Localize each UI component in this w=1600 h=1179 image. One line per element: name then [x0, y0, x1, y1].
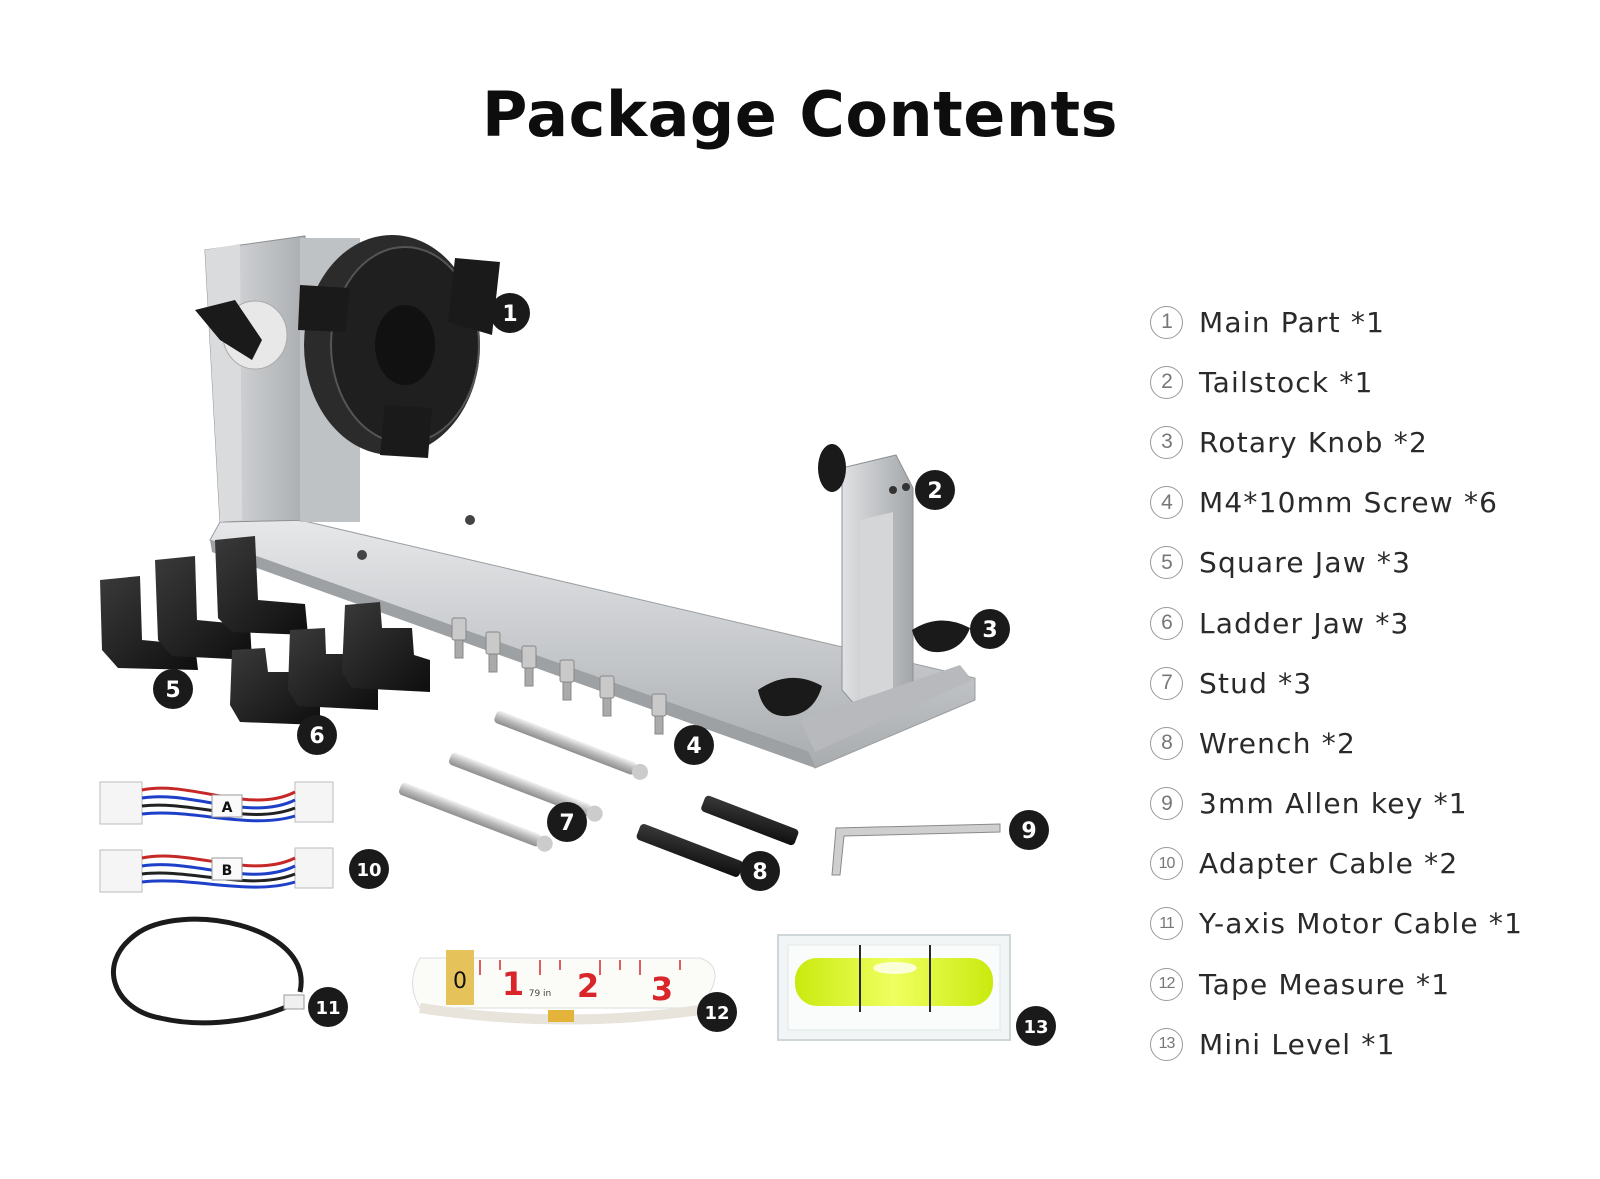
- page-title: Package Contents: [481, 78, 1119, 151]
- legend-label: Rotary Knob *2: [1199, 425, 1428, 459]
- badge-3: 3: [970, 609, 1010, 649]
- tape-mark-1: 1: [502, 965, 524, 1003]
- legend-label: Ladder Jaw *3: [1199, 606, 1410, 640]
- mini-level: [777, 934, 1011, 1041]
- legend-number: 9: [1150, 787, 1183, 821]
- number-badges: 1 2 3 4 5 6 7 8 9 10 11 12 13: [153, 293, 1056, 1046]
- badge-4: 4: [674, 725, 714, 765]
- legend-number: 2: [1150, 365, 1183, 399]
- allen-key: [831, 823, 1001, 876]
- square-jaws: [100, 536, 308, 670]
- badge-2: 2: [915, 470, 955, 510]
- legend-number: 7: [1150, 666, 1183, 700]
- screws: [451, 617, 667, 735]
- svg-text:10: 10: [356, 860, 381, 881]
- badge-13: 13: [1016, 1006, 1056, 1046]
- legend-number: 3: [1150, 425, 1183, 459]
- legend-number: 6: [1150, 606, 1183, 640]
- badge-11: 11: [308, 987, 348, 1027]
- svg-text:4: 4: [686, 734, 701, 759]
- tape-mark-2: 2: [577, 967, 599, 1005]
- legend-label: Tailstock *1: [1199, 365, 1374, 399]
- tape-mark-0: 0: [453, 969, 467, 994]
- legend-item-wrench: 8 Wrench *2: [1150, 713, 1590, 773]
- studs: [398, 710, 649, 852]
- legend-label: Tape Measure *1: [1199, 967, 1451, 1001]
- cable-tag-a: A: [222, 800, 233, 816]
- badge-7: 7: [547, 802, 587, 842]
- legend-label: Square Jaw *3: [1199, 546, 1412, 580]
- wrenches: [636, 795, 799, 877]
- svg-text:8: 8: [752, 860, 767, 885]
- legend-label: Mini Level *1: [1199, 1027, 1396, 1061]
- legend-item-square-jaw: 5 Square Jaw *3: [1150, 533, 1590, 593]
- legend-number: 10: [1150, 847, 1183, 881]
- svg-text:3: 3: [982, 618, 997, 643]
- badge-6: 6: [297, 715, 337, 755]
- legend-item-screw: 4 M4*10mm Screw *6: [1150, 473, 1590, 533]
- svg-text:7: 7: [559, 811, 574, 836]
- legend-item-allen-key: 9 3mm Allen key *1: [1150, 774, 1590, 834]
- legend-label: Wrench *2: [1199, 726, 1356, 760]
- svg-text:11: 11: [315, 998, 340, 1019]
- legend-number: 11: [1150, 907, 1183, 941]
- main-part: [195, 235, 976, 769]
- badge-5: 5: [153, 669, 193, 709]
- badge-8: 8: [740, 851, 780, 891]
- y-axis-motor-cable: [110, 916, 305, 1026]
- legend-number: 5: [1150, 546, 1183, 580]
- contents-legend: 1 Main Part *1 2 Tailstock *1 3 Rotary Knob…: [1150, 292, 1590, 1074]
- legend-label: Adapter Cable *2: [1199, 847, 1459, 881]
- badge-1: 1: [490, 293, 530, 333]
- legend-number: 13: [1150, 1027, 1183, 1061]
- legend-item-ladder-jaw: 6 Ladder Jaw *3: [1150, 593, 1590, 653]
- badge-12: 12: [697, 992, 737, 1032]
- legend-item-main-part: 1 Main Part *1: [1150, 292, 1590, 352]
- cable-tag-b: B: [222, 863, 233, 879]
- tape-mark-3: 3: [651, 970, 673, 1008]
- legend-number: 8: [1150, 726, 1183, 760]
- svg-text:5: 5: [165, 678, 180, 703]
- legend-number: 12: [1150, 967, 1183, 1001]
- svg-text:13: 13: [1023, 1017, 1048, 1038]
- legend-label: Main Part *1: [1199, 305, 1386, 339]
- legend-label: 3mm Allen key *1: [1199, 787, 1468, 821]
- legend-item-mini-level: 13 Mini Level *1: [1150, 1014, 1590, 1074]
- ladder-jaws: [230, 602, 430, 725]
- badge-9: 9: [1009, 810, 1049, 850]
- legend-item-tape-measure: 12 Tape Measure *1: [1150, 954, 1590, 1014]
- legend-item-motor-cable: 11 Y-axis Motor Cable *1: [1150, 894, 1590, 954]
- legend-label: Y-axis Motor Cable *1: [1199, 907, 1524, 941]
- svg-text:6: 6: [309, 724, 324, 749]
- legend-label: Stud *3: [1199, 666, 1313, 700]
- legend-item-rotary-knob: 3 Rotary Knob *2: [1150, 412, 1590, 472]
- svg-text:1: 1: [502, 302, 517, 327]
- tailstock: [800, 444, 972, 752]
- badge-10: 10: [349, 849, 389, 889]
- legend-number: 1: [1150, 305, 1183, 339]
- legend-item-adapter-cable: 10 Adapter Cable *2: [1150, 834, 1590, 894]
- tape-mark-inch: 79 in: [529, 989, 552, 999]
- legend-label: M4*10mm Screw *6: [1199, 486, 1499, 520]
- legend-number: 4: [1150, 486, 1183, 520]
- svg-text:2: 2: [927, 479, 942, 504]
- tape-measure: 0 1 79 in 2 3: [412, 950, 716, 1025]
- svg-text:9: 9: [1021, 819, 1036, 844]
- legend-item-tailstock: 2 Tailstock *1: [1150, 352, 1590, 412]
- svg-text:12: 12: [704, 1003, 729, 1024]
- adapter-cables: A B: [99, 781, 334, 893]
- rotary-knobs: [758, 620, 970, 717]
- legend-item-stud: 7 Stud *3: [1150, 653, 1590, 713]
